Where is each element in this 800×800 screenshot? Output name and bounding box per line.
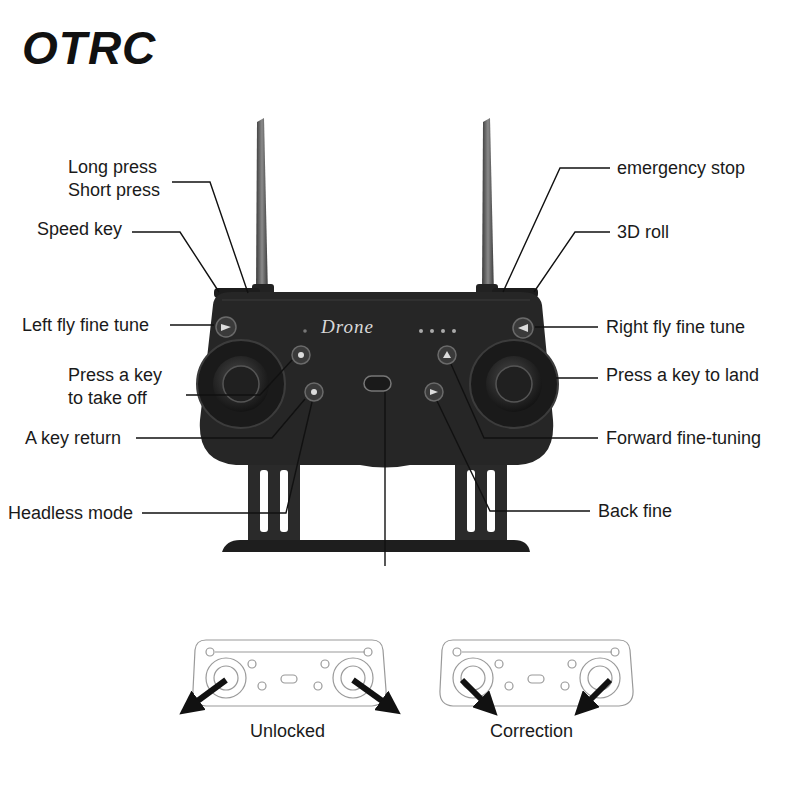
function-label: Press a key to take off: [68, 364, 182, 410]
function-label: Back fine: [598, 500, 672, 523]
function-label: Headless mode: [8, 502, 133, 525]
function-label: Right fly fine tune: [606, 316, 745, 339]
function-label: Press a key to land: [606, 364, 759, 387]
function-label: Forward fine-tuning: [606, 427, 761, 450]
function-label: Left fly fine tune: [22, 314, 149, 337]
function-label: Long press: [68, 156, 157, 179]
function-label: emergency stop: [617, 157, 745, 180]
function-label: A key return: [25, 427, 121, 450]
function-label: Short press: [68, 179, 160, 202]
brand-logo: OTRC: [22, 22, 156, 74]
diagram-caption: Correction: [490, 720, 573, 743]
function-label: Speed key: [37, 218, 122, 241]
function-label: 3D roll: [617, 221, 669, 244]
device-brand-text: Drone: [321, 315, 374, 338]
diagram-caption: Unlocked: [250, 720, 325, 743]
